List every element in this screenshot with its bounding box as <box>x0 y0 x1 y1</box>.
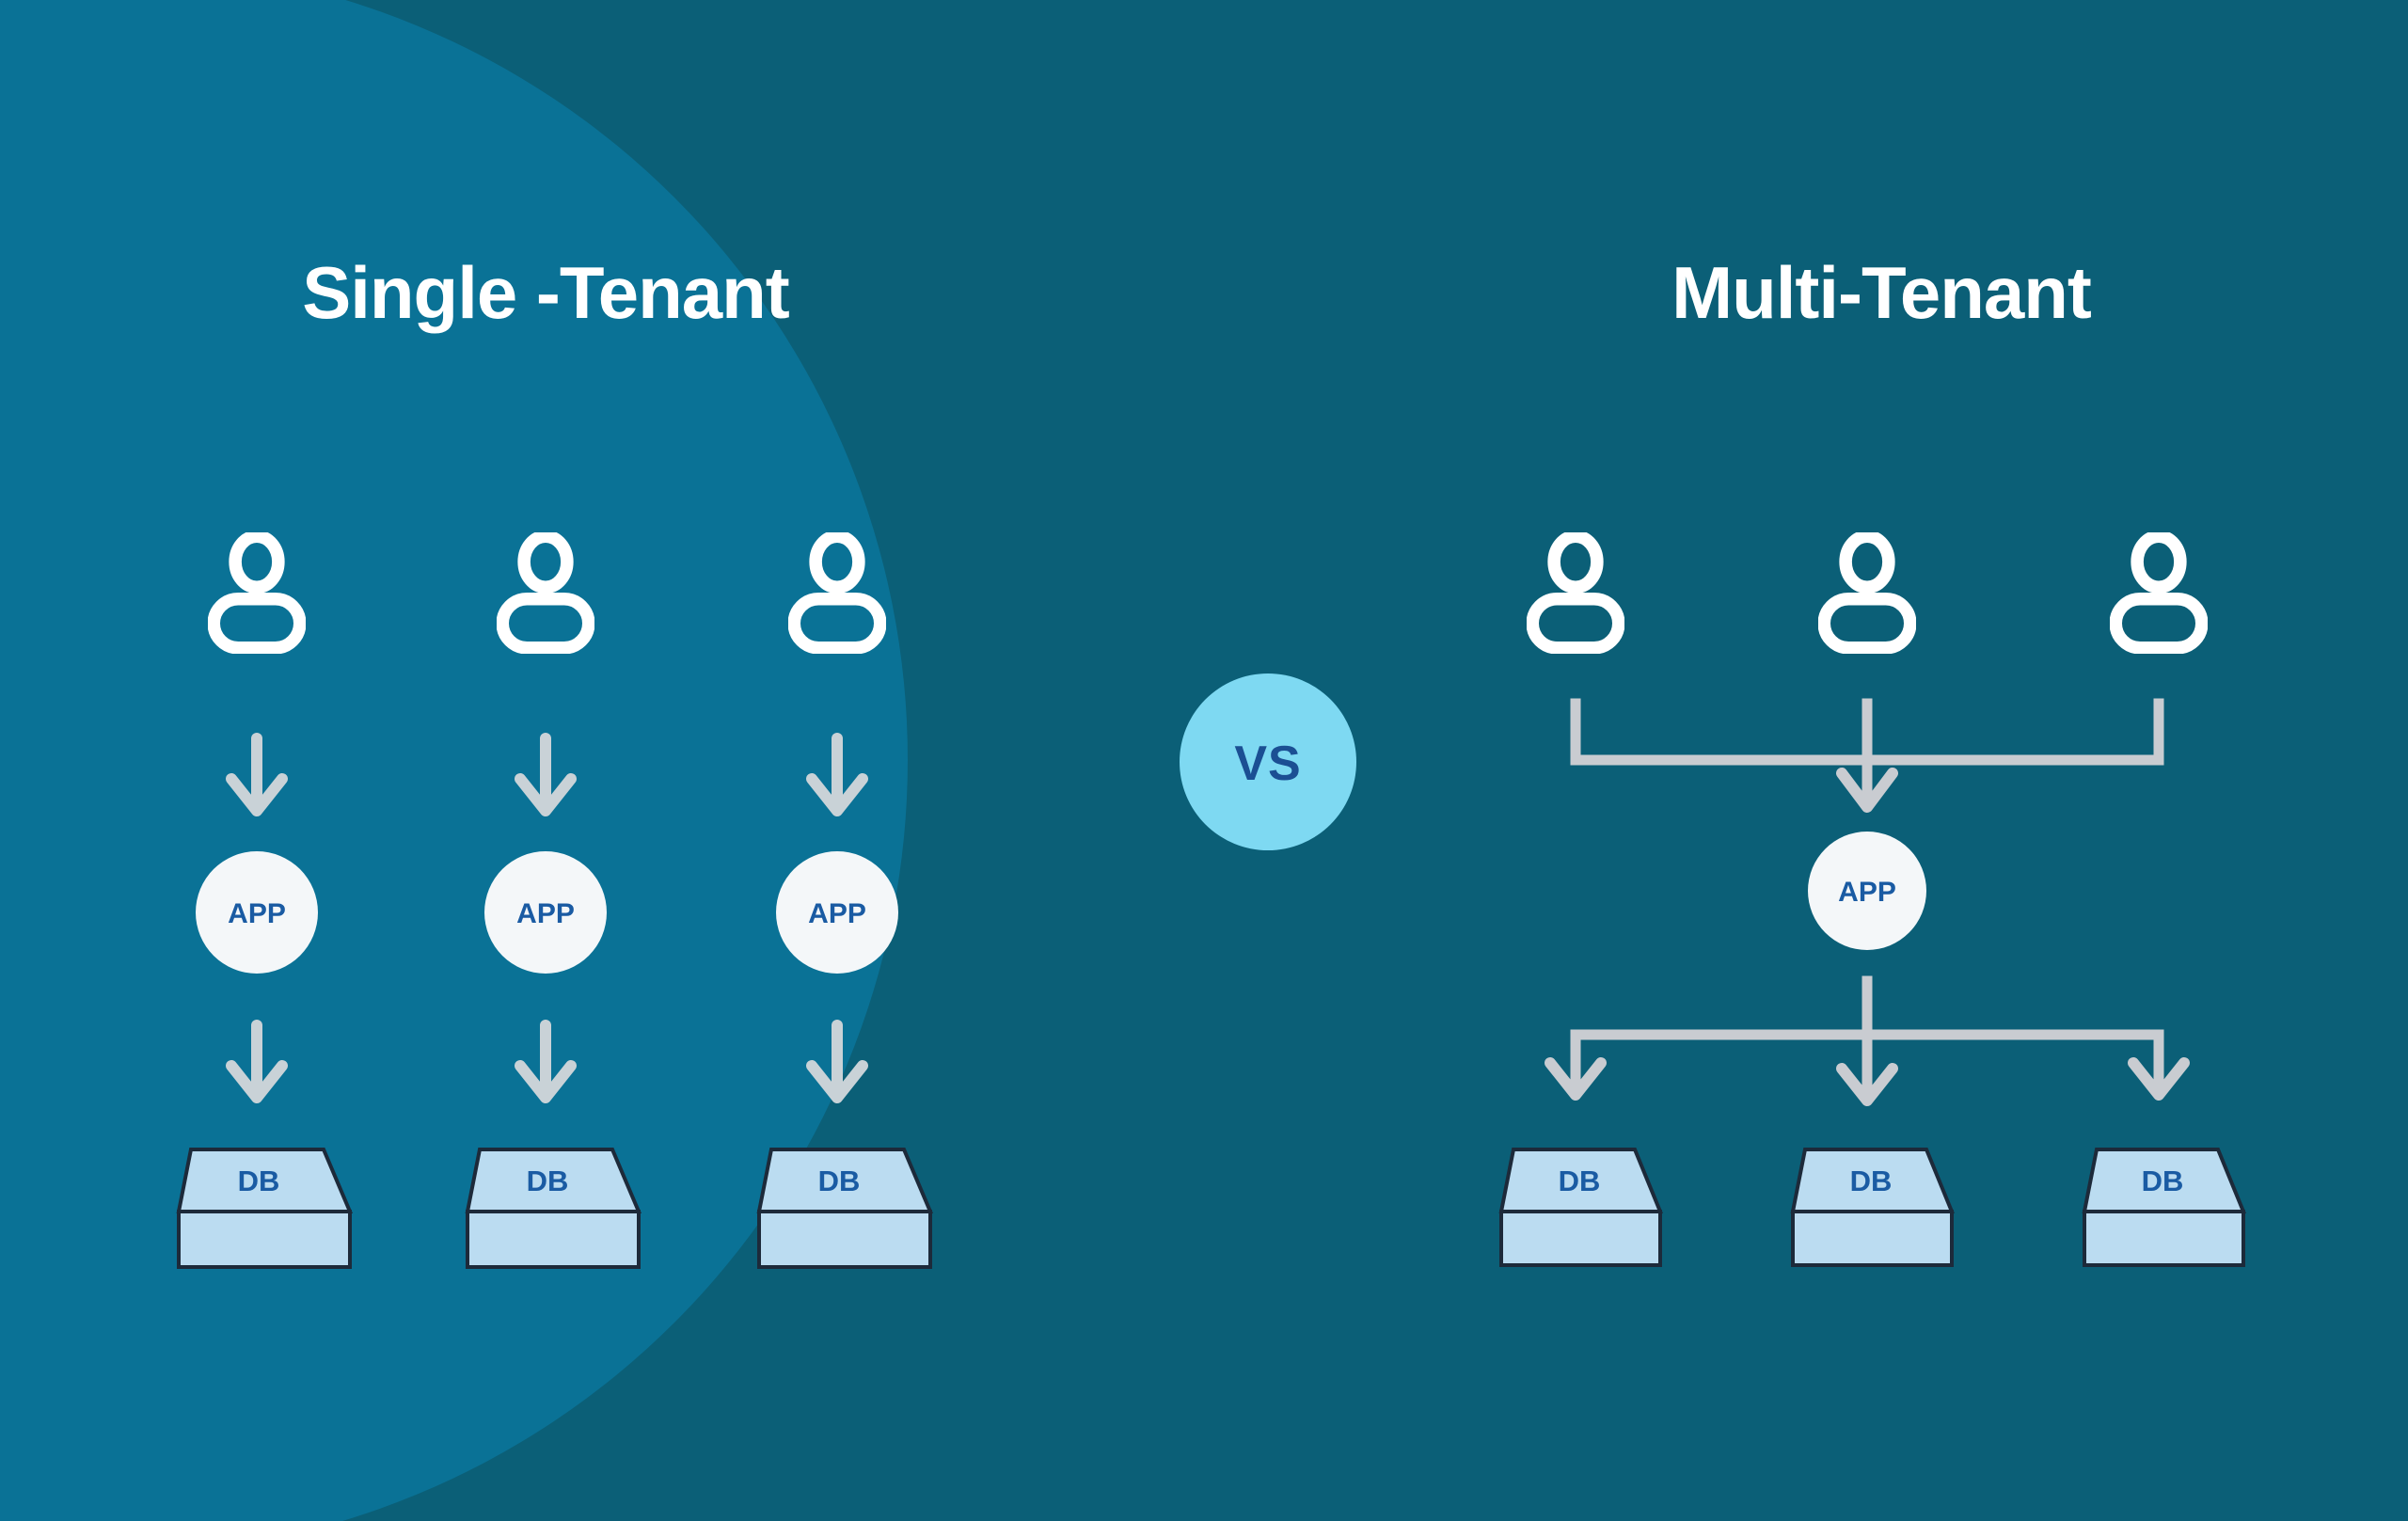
app-label: APP <box>1838 877 1896 908</box>
multi-tenant-app-node: APP <box>1808 832 1926 950</box>
app-node <box>484 851 607 974</box>
db-label: DB <box>527 1165 569 1197</box>
arrowhead-to-db-2-icon <box>1836 1063 1898 1106</box>
vs-circle <box>1180 673 1356 850</box>
connector-app-to-databases <box>1545 975 2190 1106</box>
app-label: APP <box>808 898 866 929</box>
user-icon <box>794 536 880 648</box>
arrow-user-to-app-icon <box>806 733 868 816</box>
single-tenant-column-3: APP DB <box>756 536 934 1269</box>
app-label: APP <box>516 898 575 929</box>
user-icon <box>502 536 589 648</box>
arrow-user-to-app-icon <box>226 733 288 816</box>
background-accent-circle <box>0 0 908 1521</box>
multi-tenant-db-2: DB <box>1790 1148 1955 1267</box>
multi-tenant-users <box>1532 536 2202 648</box>
app-node <box>1808 832 1926 950</box>
left-panel-title: Single -Tenant <box>302 251 790 334</box>
multi-tenant-db-3: DB <box>2082 1148 2246 1267</box>
arrow-app-to-db-icon <box>226 1020 288 1103</box>
right-panel-title: Multi-Tenant <box>1671 251 2092 334</box>
user-icon <box>214 536 300 648</box>
user-icon <box>1824 536 1910 648</box>
single-tenant-column-1: APP DB <box>176 536 354 1269</box>
db-label: DB <box>1850 1165 1893 1197</box>
user-icon <box>1532 536 1619 648</box>
db-node: DB <box>176 1148 354 1269</box>
db-label: DB <box>1559 1165 1601 1197</box>
db-node: DB <box>756 1148 934 1269</box>
arrow-user-to-app-icon <box>515 733 577 816</box>
user-icon <box>2115 536 2202 648</box>
app-node <box>776 851 898 974</box>
arrow-app-to-db-icon <box>806 1020 868 1103</box>
db-node: DB <box>465 1148 642 1269</box>
multi-tenant-db-1: DB <box>1498 1148 1663 1267</box>
arrow-app-to-db-icon <box>515 1020 577 1103</box>
db-label: DB <box>818 1165 861 1197</box>
vs-label: VS <box>1234 737 1301 791</box>
arrowhead-to-db-1-icon <box>1545 1057 1607 1101</box>
vs-badge: VS <box>1180 673 1356 850</box>
single-tenant-column-2: APP DB <box>465 536 642 1269</box>
db-label: DB <box>2142 1165 2184 1197</box>
arrowhead-to-app-icon <box>1836 768 1898 813</box>
app-label: APP <box>228 898 286 929</box>
app-node <box>196 851 318 974</box>
db-label: DB <box>238 1165 280 1197</box>
connector-users-to-app <box>1570 698 2164 813</box>
arrowhead-to-db-3-icon <box>2128 1057 2190 1101</box>
